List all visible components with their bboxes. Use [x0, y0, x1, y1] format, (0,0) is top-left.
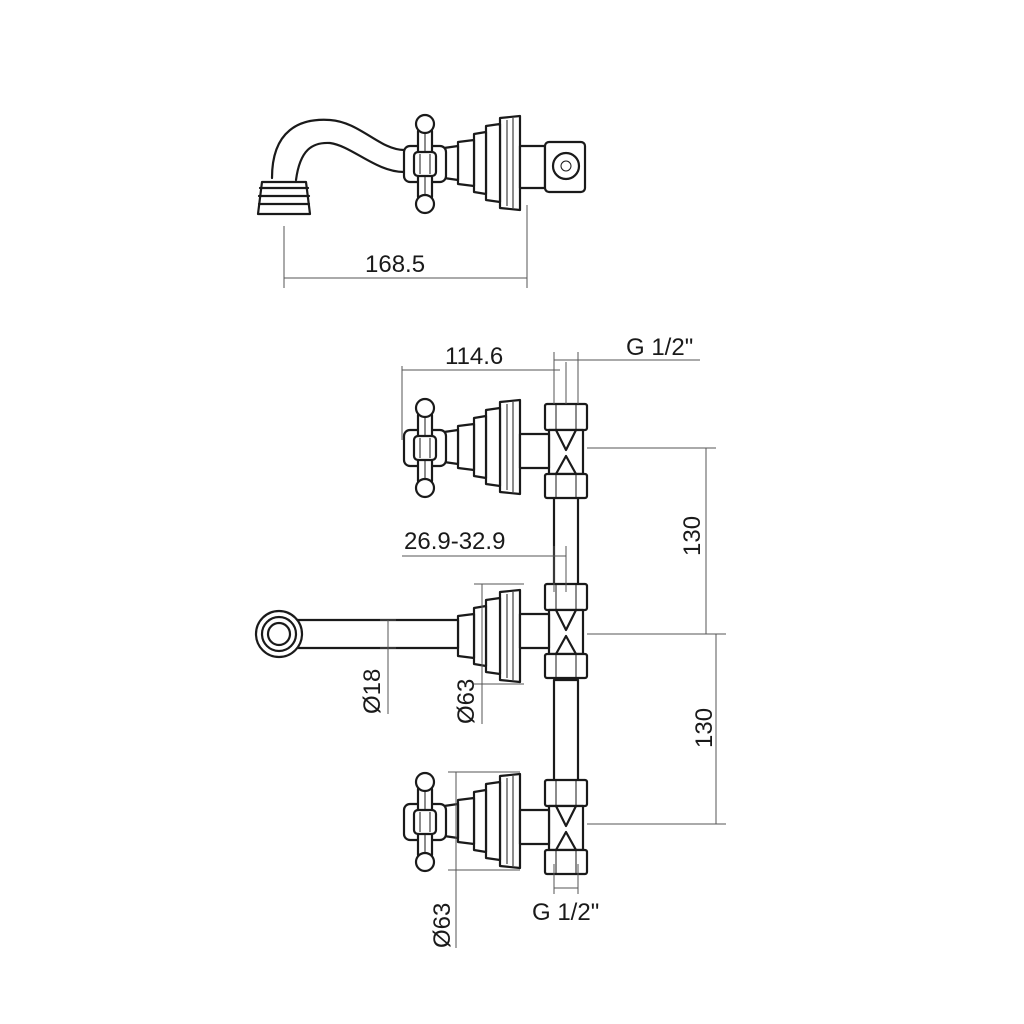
wall-range-dimension: 26.9-32.9	[404, 528, 505, 555]
spout-length-dimension: 168.5	[365, 251, 425, 278]
flange-diameter-bottom-dimension: Ø63	[429, 903, 456, 948]
thread-top-dimension: G 1/2"	[626, 334, 693, 361]
spacing-upper-dimension: 130	[679, 516, 706, 556]
spout-top-view: 168.5	[256, 113, 587, 288]
thread-bottom-dimension: G 1/2"	[532, 899, 599, 926]
spout-diameter-dimension: Ø18	[359, 669, 386, 714]
lower-valve	[402, 771, 589, 876]
front-view: 114.6 G 1/2" 26.9-32.9 130 130 Ø18 Ø63	[254, 334, 726, 948]
spacing-lower-dimension: 130	[691, 708, 718, 748]
flange-diameter-mid-dimension: Ø63	[453, 679, 480, 724]
spout-front-view	[254, 582, 589, 684]
handle-offset-dimension: 114.6	[445, 343, 503, 370]
upper-valve	[402, 397, 589, 500]
